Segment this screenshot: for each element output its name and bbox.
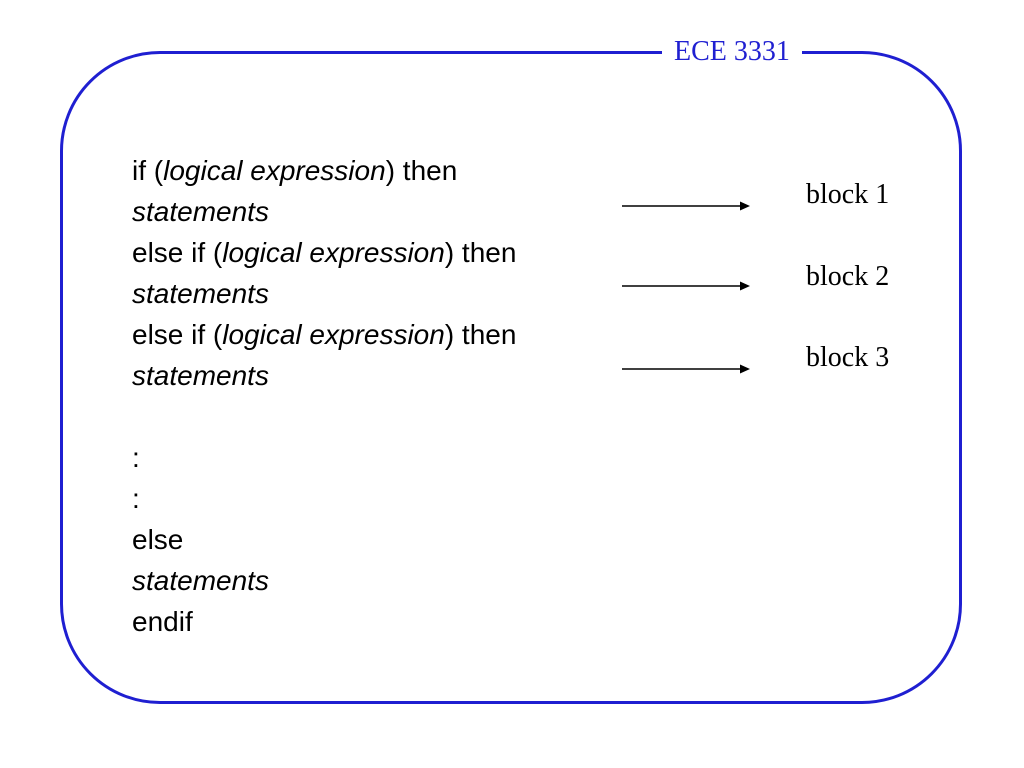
code-text: else if ( — [132, 319, 223, 350]
code-italic: statements — [132, 278, 269, 309]
block-label-1: block 1 — [806, 179, 890, 210]
code-text: : — [132, 483, 140, 514]
course-code: ECE 3331 — [662, 33, 802, 71]
rounded-frame — [60, 51, 962, 704]
code-line-11: statements — [132, 560, 516, 601]
code-line-1: if (logical expression) then — [132, 150, 516, 191]
arrow-right-icon — [622, 363, 750, 375]
code-line-3: else if (logical expression) then — [132, 232, 516, 273]
code-line-6: statements — [132, 355, 516, 396]
code-italic: logical expression — [222, 319, 445, 350]
code-text: ) then — [385, 155, 458, 186]
code-text: else — [132, 524, 184, 555]
code-italic: logical expression — [222, 237, 445, 268]
code-line-5: else if (logical expression) then — [132, 314, 516, 355]
code-line-4: statements — [132, 273, 516, 314]
arrow-right-icon — [622, 280, 750, 292]
code-italic: logical expression — [163, 155, 386, 186]
code-listing: if (logical expression) then statements … — [132, 150, 516, 642]
code-italic: statements — [132, 565, 269, 596]
code-text: else if ( — [132, 237, 223, 268]
block-label-2: block 2 — [806, 261, 890, 292]
code-text: if ( — [132, 155, 164, 186]
code-line-10: else — [132, 519, 516, 560]
code-text: endif — [132, 606, 193, 637]
code-text: ) then — [444, 237, 517, 268]
code-italic: statements — [132, 360, 269, 391]
code-line-8: : — [132, 437, 516, 478]
block-label-3: block 3 — [806, 342, 890, 373]
code-italic: statements — [132, 196, 269, 227]
code-text: : — [132, 442, 140, 473]
code-line-9: : — [132, 478, 516, 519]
arrow-right-icon — [622, 200, 750, 212]
code-text: ) then — [444, 319, 517, 350]
code-line-7 — [132, 396, 516, 437]
code-line-12: endif — [132, 601, 516, 642]
code-line-2: statements — [132, 191, 516, 232]
